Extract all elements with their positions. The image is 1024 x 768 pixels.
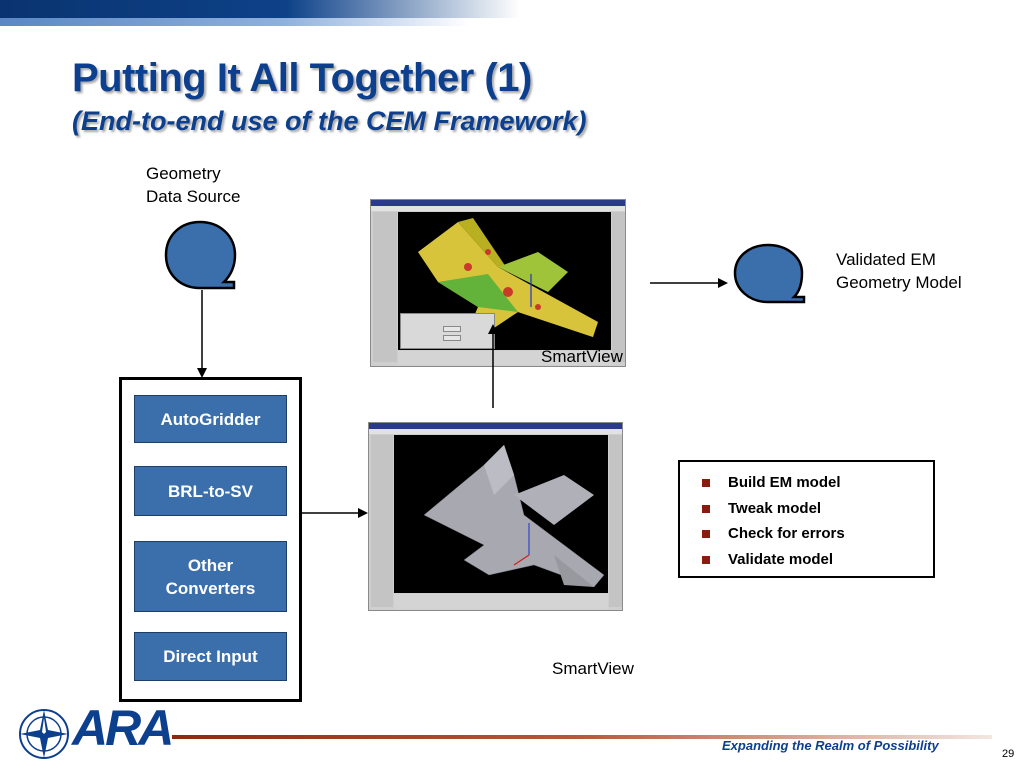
header-band [0, 0, 1024, 26]
arrow-converters-to-smartview [302, 508, 368, 518]
tagline: Expanding the Realm of Possibility [722, 738, 939, 753]
source-label-line2: Data Source [146, 187, 241, 206]
smartview-label-bottom: SmartView [552, 659, 634, 678]
slide-subtitle: (End-to-end use of the CEM Framework) [72, 106, 587, 136]
right-toolpanel [609, 435, 622, 607]
output-data-symbol [733, 243, 806, 304]
ara-logo: ARA [72, 700, 174, 756]
task-item: Build EM model [680, 470, 933, 496]
window-titlebar [369, 423, 622, 429]
smartview-window-bottom [368, 422, 623, 611]
window-menubar [369, 429, 622, 434]
aircraft-model-colored [418, 218, 598, 337]
smartview-label-top: SmartView [541, 347, 623, 366]
direct-input-box: Direct Input [134, 632, 287, 681]
page-number: 29 [1002, 748, 1015, 760]
data-source-symbol [164, 220, 237, 290]
output-label: Validated EM Geometry Model [836, 248, 962, 294]
output-label-line2: Geometry Model [836, 273, 962, 292]
bottom-controls [394, 594, 608, 609]
output-label-line1: Validated EM [836, 250, 936, 269]
task-item: Tweak model [680, 496, 933, 522]
tasks-box: Build EM model Tweak model Check for err… [678, 460, 935, 578]
bottom-controls [398, 351, 611, 365]
brl-to-sv-box: BRL-to-SV [134, 466, 287, 516]
window-titlebar [371, 200, 625, 206]
smartview-window-top [370, 199, 626, 367]
header-stripe-dark [0, 0, 520, 18]
left-toolpanel [371, 435, 393, 607]
autogridder-box: AutoGridder [134, 395, 287, 443]
source-label-line1: Geometry [146, 164, 221, 183]
dialog-button [443, 326, 461, 332]
task-item: Check for errors [680, 521, 933, 547]
task-list: Build EM model Tweak model Check for err… [680, 470, 933, 572]
3d-viewport [394, 435, 608, 593]
compass-star-icon [19, 709, 69, 759]
other-converters-box: Other Converters [134, 541, 287, 612]
arrow-smartview-to-output [650, 278, 728, 288]
arrow-bottom-to-top-smartview [488, 324, 498, 408]
aircraft-model-gray [423, 444, 605, 588]
right-toolpanel [612, 212, 625, 362]
left-toolpanel [373, 212, 397, 362]
dialog-button [443, 335, 461, 341]
task-item: Validate model [680, 547, 933, 573]
header-stripe-light [0, 18, 470, 26]
source-label: Geometry Data Source [146, 162, 241, 208]
slide-title: Putting It All Together (1) [72, 56, 532, 100]
footer-rule [172, 735, 992, 739]
arrow-source-to-converters [197, 290, 207, 378]
window-menubar [371, 206, 625, 211]
